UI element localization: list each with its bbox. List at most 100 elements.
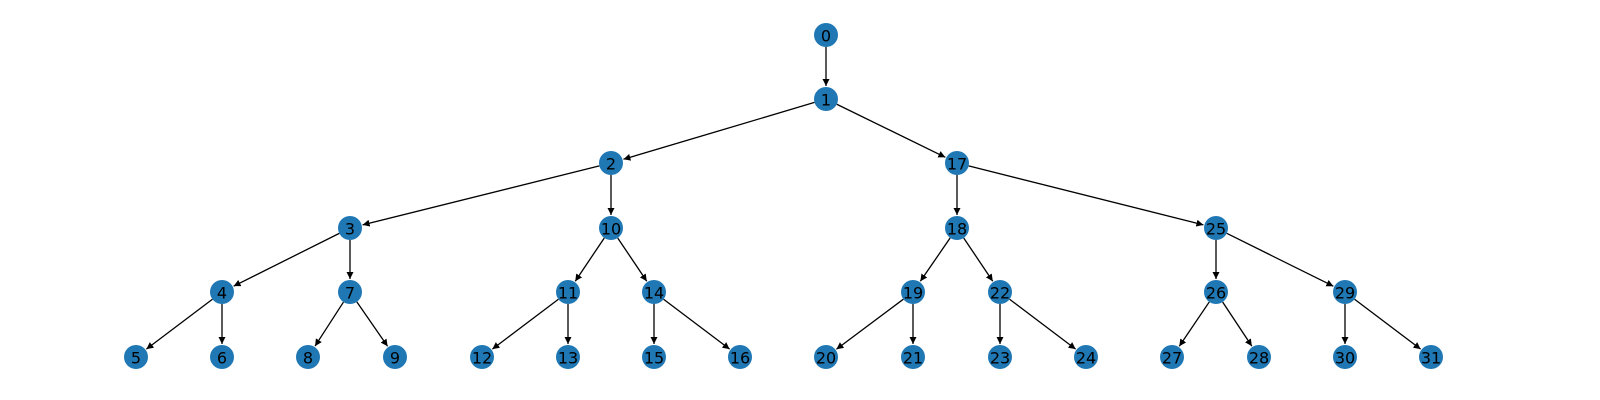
node-label-10: 10 [601, 220, 621, 239]
node-1: 1 [814, 87, 838, 111]
node-circle-18 [945, 216, 969, 240]
node-label-27: 27 [1162, 349, 1182, 368]
node-label-1: 1 [821, 91, 831, 110]
node-circle-2 [599, 151, 623, 175]
node-21: 21 [901, 345, 925, 369]
node-26: 26 [1204, 280, 1228, 304]
node-circle-14 [642, 280, 666, 304]
node-circle-27 [1160, 345, 1184, 369]
node-11: 11 [556, 280, 580, 304]
node-label-5: 5 [131, 349, 141, 368]
node-circle-25 [1204, 216, 1228, 240]
node-circle-6 [210, 345, 234, 369]
edges-layer [145, 47, 1422, 350]
node-2: 2 [599, 151, 623, 175]
node-circle-0 [814, 23, 838, 47]
node-8: 8 [296, 345, 320, 369]
node-circle-30 [1333, 345, 1357, 369]
node-label-31: 31 [1421, 349, 1441, 368]
node-label-21: 21 [903, 349, 923, 368]
edge-7-9 [356, 301, 389, 347]
node-label-9: 9 [390, 349, 400, 368]
edge-3-4 [233, 232, 340, 287]
node-circle-29 [1333, 280, 1357, 304]
node-label-18: 18 [947, 220, 967, 239]
node-17: 17 [945, 151, 969, 175]
edge-10-14 [617, 237, 648, 282]
node-label-0: 0 [821, 27, 831, 46]
edge-11-12 [491, 298, 559, 350]
node-circle-4 [210, 280, 234, 304]
node-label-19: 19 [903, 284, 923, 303]
node-circle-20 [814, 345, 838, 369]
node-9: 9 [383, 345, 407, 369]
node-23: 23 [988, 345, 1012, 369]
node-29: 29 [1333, 280, 1357, 304]
node-circle-15 [642, 345, 666, 369]
node-label-2: 2 [606, 155, 616, 174]
node-0: 0 [814, 23, 838, 47]
node-24: 24 [1074, 345, 1098, 369]
edge-26-27 [1178, 301, 1210, 347]
node-13: 13 [556, 345, 580, 369]
edge-22-24 [1009, 298, 1077, 350]
node-12: 12 [470, 345, 494, 369]
node-label-4: 4 [217, 284, 227, 303]
node-label-16: 16 [730, 349, 750, 368]
node-27: 27 [1160, 345, 1184, 369]
node-28: 28 [1247, 345, 1271, 369]
node-circle-13 [556, 345, 580, 369]
node-5: 5 [124, 345, 148, 369]
node-16: 16 [728, 345, 752, 369]
edge-25-29 [1226, 232, 1334, 287]
node-30: 30 [1333, 345, 1357, 369]
node-label-23: 23 [990, 349, 1010, 368]
node-circle-19 [901, 280, 925, 304]
node-label-22: 22 [990, 284, 1010, 303]
node-label-6: 6 [217, 349, 227, 368]
node-25: 25 [1204, 216, 1228, 240]
node-label-3: 3 [345, 220, 355, 239]
node-circle-12 [470, 345, 494, 369]
node-label-8: 8 [303, 349, 313, 368]
node-circle-3 [338, 216, 362, 240]
edge-19-20 [836, 298, 904, 350]
edge-14-16 [663, 298, 731, 350]
node-circle-23 [988, 345, 1012, 369]
node-label-15: 15 [644, 349, 664, 368]
node-7: 7 [338, 280, 362, 304]
edge-18-22 [963, 237, 994, 282]
node-label-14: 14 [644, 284, 664, 303]
node-label-25: 25 [1206, 220, 1226, 239]
node-10: 10 [599, 216, 623, 240]
edge-29-31 [1354, 298, 1422, 350]
node-label-13: 13 [558, 349, 578, 368]
edge-1-17 [836, 103, 946, 158]
node-circle-8 [296, 345, 320, 369]
node-circle-21 [901, 345, 925, 369]
node-label-28: 28 [1249, 349, 1269, 368]
node-3: 3 [338, 216, 362, 240]
edge-17-25 [968, 165, 1204, 227]
node-label-17: 17 [947, 155, 967, 174]
node-label-7: 7 [345, 284, 355, 303]
node-circle-10 [599, 216, 623, 240]
node-circle-17 [945, 151, 969, 175]
edge-7-8 [314, 301, 345, 347]
node-circle-7 [338, 280, 362, 304]
edge-18-19 [919, 237, 951, 282]
node-circle-31 [1419, 345, 1443, 369]
node-circle-11 [556, 280, 580, 304]
edge-4-5 [145, 298, 213, 350]
node-18: 18 [945, 216, 969, 240]
node-31: 31 [1419, 345, 1443, 369]
node-circle-16 [728, 345, 752, 369]
node-14: 14 [642, 280, 666, 304]
node-label-29: 29 [1335, 284, 1355, 303]
node-label-24: 24 [1076, 349, 1096, 368]
node-label-11: 11 [558, 284, 578, 303]
node-circle-22 [988, 280, 1012, 304]
node-4: 4 [210, 280, 234, 304]
